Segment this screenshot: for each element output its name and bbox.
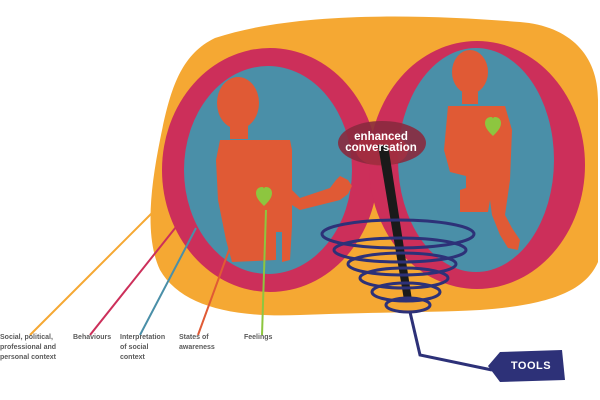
- right-person-figure: [444, 50, 520, 250]
- interpretation-callout-line: [139, 227, 197, 336]
- right-heart-icon: [485, 117, 501, 136]
- context-label: Social, political, professional and pers…: [0, 334, 57, 361]
- states-of-awareness-label: States of awareness: [179, 334, 215, 351]
- tools-coil: [320, 218, 476, 314]
- behaviours-callout-line: [89, 221, 181, 336]
- feelings-callout-line: [261, 209, 267, 336]
- enhanced-conversation-label: enhanced conversation: [345, 131, 417, 154]
- tools-badge: [488, 350, 565, 382]
- context-callout-line: [29, 209, 156, 336]
- feelings-label: Feelings: [244, 334, 273, 341]
- behaviours-label: Behaviours: [73, 334, 112, 341]
- left-person-figure: [216, 77, 352, 262]
- interpretation-label: Interpretation of social context: [120, 334, 166, 361]
- left-heart-icon: [256, 187, 272, 206]
- tools-label: TOOLS: [510, 360, 552, 372]
- tools-connector-line: [408, 311, 493, 372]
- states-callout-line: [197, 241, 233, 336]
